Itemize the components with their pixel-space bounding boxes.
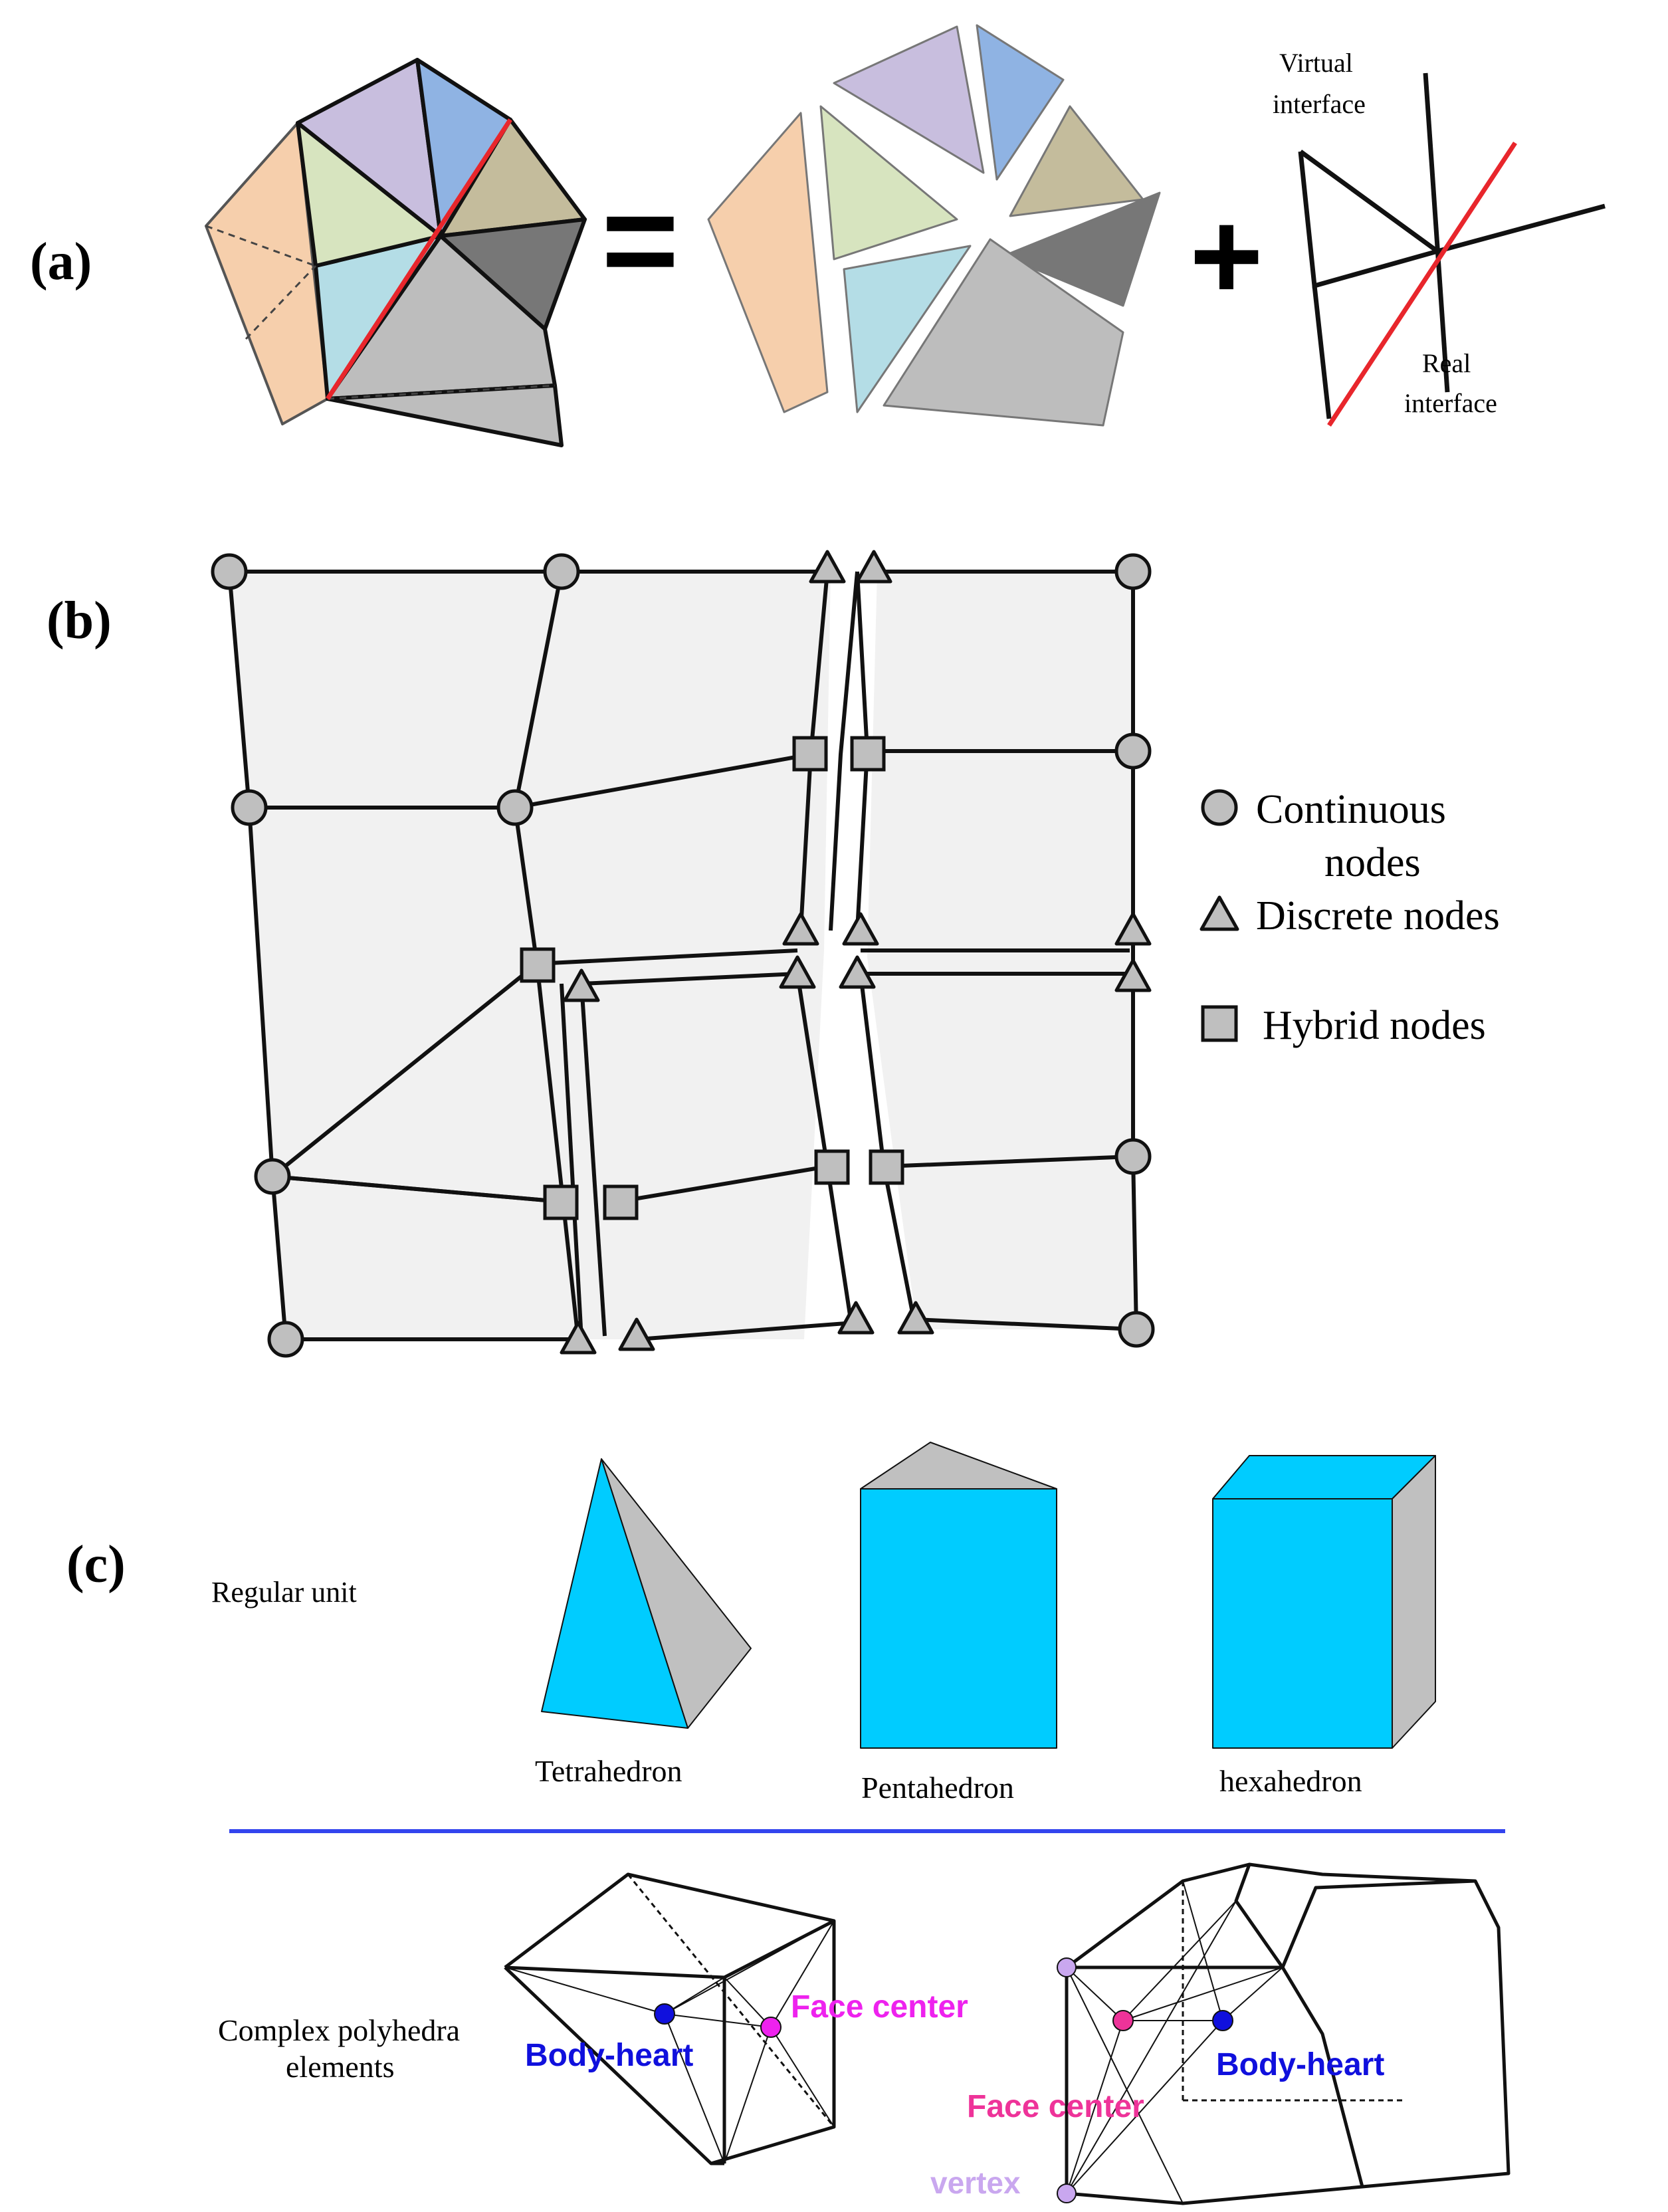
tetrahedron-shape — [541, 1458, 752, 1729]
virtual-diagonal-line — [1437, 203, 1606, 254]
panel-c-label: (c) — [66, 1535, 126, 1594]
vertex-dot-bottom — [1057, 2183, 1077, 2203]
real-interface-label-2: interface — [1404, 388, 1497, 418]
panel-c: (c) Regular unit Tetrahedron Pentahedron… — [66, 1442, 1511, 2205]
dashed-lines — [205, 225, 556, 400]
vertex-label: vertex — [930, 2165, 1021, 2200]
piece-blue — [976, 24, 1065, 181]
virtual-interface-label-2: interface — [1273, 89, 1366, 119]
piece-gray — [883, 238, 1124, 427]
piece-dark-gray — [1002, 191, 1161, 307]
legend-continuous-label-2: nodes — [1324, 840, 1421, 885]
virtual-vertical-line — [1423, 72, 1450, 393]
body-heart-label-left: Body-heart — [525, 2038, 693, 2073]
vertex-dot-top — [1057, 1957, 1077, 1977]
complex-label-2: elements — [286, 2050, 395, 2084]
legend-continuous-icon — [1201, 789, 1238, 826]
complex-polyhedron-right — [1065, 1862, 1511, 2205]
legend: Continuous nodes Discrete nodes Hybrid n… — [1199, 787, 1500, 1048]
piece-orange — [707, 112, 829, 413]
real-interface-sketch-line — [1327, 142, 1517, 427]
panel-a-label: (a) — [30, 233, 92, 291]
body-heart-label-right: Body-heart — [1216, 2047, 1384, 2082]
real-interface-line — [326, 118, 512, 400]
legend-continuous-label-1: Continuous — [1256, 787, 1446, 832]
panel-b-label: (b) — [47, 592, 112, 650]
equals-sign: = — [601, 166, 679, 314]
virtual-interface-label-1: Virtual — [1279, 48, 1353, 78]
panel-a: (a) = — [30, 24, 1606, 447]
virtual-lower-left-line — [1312, 285, 1332, 419]
complex-polyhedron-left — [504, 1872, 836, 2165]
face-center-dot-left — [760, 2017, 782, 2038]
face-center-dot-right — [1112, 2010, 1134, 2031]
body-heart-dot-left — [654, 2003, 675, 2025]
face-center-label-right: Face center — [967, 2089, 1144, 2124]
discrete-nodes — [560, 550, 1152, 1355]
piece-green — [819, 105, 958, 261]
continuous-nodes — [211, 553, 1155, 1358]
legend-discrete-label: Discrete nodes — [1256, 893, 1500, 939]
hexahedron-label: hexahedron — [1219, 1764, 1362, 1798]
pentahedron-shape — [860, 1442, 1057, 1749]
piece-olive — [1009, 105, 1144, 217]
legend-discrete-icon — [1199, 895, 1239, 931]
plus-sign: + — [1190, 185, 1263, 326]
hexahedron-front — [1212, 1498, 1393, 1749]
real-interface-label-1: Real — [1422, 348, 1471, 378]
legend-hybrid-icon — [1201, 1005, 1238, 1042]
piece-light-blue — [843, 245, 972, 413]
pentahedron-top — [860, 1442, 1057, 1490]
legend-hybrid-label: Hybrid nodes — [1263, 1003, 1486, 1048]
hexahedron-side — [1392, 1455, 1436, 1749]
panel-b: (b) — [47, 550, 1500, 1358]
tetrahedron-cyan-face — [541, 1458, 688, 1729]
complex-label-1: Complex polyhedra — [218, 2013, 460, 2047]
pentahedron-front — [860, 1488, 1057, 1749]
pentagon-exploded — [707, 24, 1161, 427]
pentahedron-label: Pentahedron — [861, 1771, 1014, 1805]
pentagon-assembled — [205, 58, 587, 447]
piece-lavender — [833, 25, 985, 174]
face-center-label-left: Face center — [791, 1989, 968, 2025]
tri-green — [296, 121, 443, 268]
virtual-interface-triangle — [1298, 150, 1443, 289]
tetrahedron-label: Tetrahedron — [535, 1754, 682, 1788]
hybrid-nodes — [520, 736, 904, 1220]
regular-unit-label: Regular unit — [211, 1576, 357, 1608]
hexahedron-shape — [1212, 1455, 1436, 1749]
interface-sketch — [1298, 72, 1606, 427]
body-heart-dot-right — [1212, 2010, 1233, 2031]
